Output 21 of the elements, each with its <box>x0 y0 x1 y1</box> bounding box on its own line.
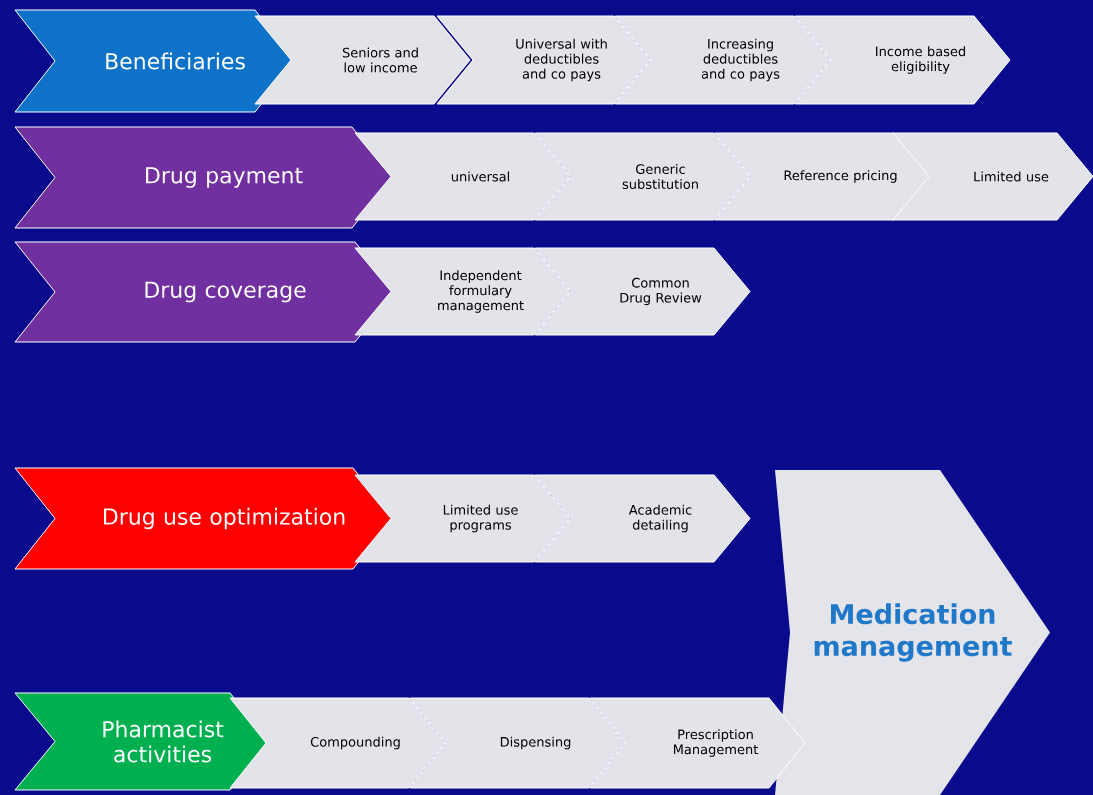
step-banner: Universal with deductibles and co pays <box>436 15 651 105</box>
node-label: Prescription Management <box>673 729 759 757</box>
step-banner: Compounding <box>229 697 446 789</box>
step-banner: Generic substitution <box>534 132 751 221</box>
step-banner: Limited use programs <box>354 474 571 563</box>
step-banner: Increasing deductibles and co pays <box>614 15 831 105</box>
heading-banner: Beneficiaries <box>14 9 296 113</box>
heading-banner: Pharmacist activities <box>14 692 271 791</box>
node-label: Dispensing <box>500 736 571 750</box>
step-banner: Prescription Management <box>589 697 806 789</box>
node-label: Compounding <box>310 736 400 750</box>
step-banner: Reference pricing <box>714 132 931 221</box>
large-banner: Medication management <box>775 470 1050 795</box>
step-banner: Dispensing <box>409 697 626 789</box>
step-banner: Independent formulary management <box>354 247 571 336</box>
step-banner: universal <box>354 132 571 221</box>
step-banner: Income based eligibility <box>794 15 1011 105</box>
step-banner: Common Drug Review <box>534 247 751 336</box>
step-banner: Academic detailing <box>534 474 751 563</box>
step-banner: Seniors and low income <box>254 15 471 105</box>
node-label: Limited use <box>974 171 1049 182</box>
